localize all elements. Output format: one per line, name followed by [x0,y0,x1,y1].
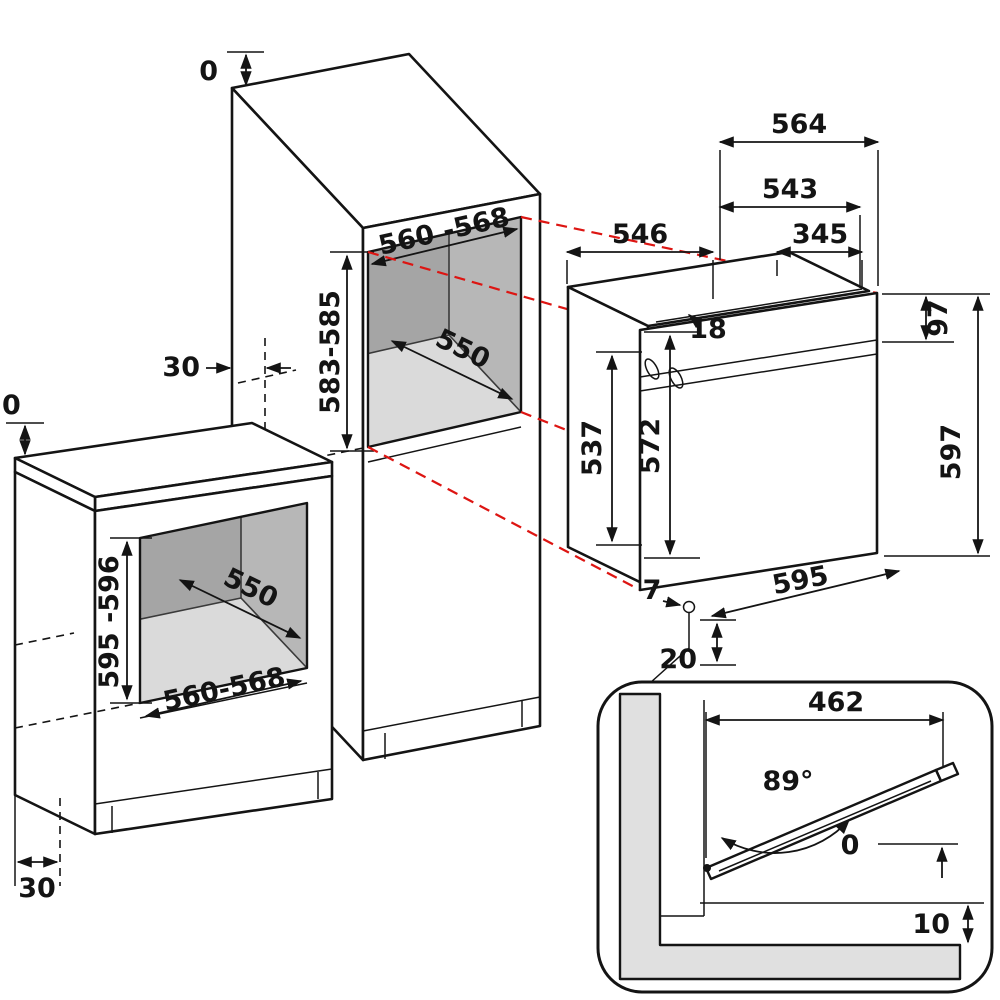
oven-door-top-line [639,353,878,392]
dim-tall-top-gap: 0 [199,51,264,87]
detail-door-width-label: 462 [808,687,864,718]
detail-cabinet-section [618,692,962,981]
detail-open-angle-label: 89° [762,766,813,797]
dim-tall-rear-gap: 30 [162,352,291,383]
oven-front-height-label: 572 [635,418,666,474]
dim-oven-overall-height: 597 [884,295,990,557]
oven-rear-depth-label: 546 [612,219,668,250]
base-cabinet-unit: 0 30 550 595 -596 560-568 [2,390,334,904]
oven-unit: 564 543 546 345 18 97 [565,109,990,684]
tall-hidden-back-edge [237,369,297,384]
oven-front-face [638,291,879,592]
base-bottom-gap-label: 30 [18,873,56,904]
detail-door-handle [934,761,960,783]
base-cabinet-side-face [13,470,97,836]
tall-niche-height-label: 583-585 [315,290,346,414]
detail-floor-gap-label: 10 [912,909,950,940]
detail-angle-arc [720,818,851,854]
dim-oven-panel-height: 97 [882,293,990,343]
tall-niche-shelf-edge [367,426,522,463]
dim-oven-rear-depth: 546 [565,219,715,299]
detail-front-gap-label: 0 [841,830,860,861]
dim-detail-front-gap: 0 [841,830,958,878]
dim-oven-bottom-clearance: 20 [659,619,736,675]
dim-oven-overall-depth: 564 [718,109,880,286]
dim-oven-front-height: 572 [635,331,700,559]
dim-oven-body-height: 537 [577,351,642,546]
tall-rear-gap-label: 30 [162,352,200,383]
oven-overall-height-label: 597 [936,424,967,480]
door-angle-detail: 462 89° 0 10 [596,680,994,994]
oven-front-depth-label: 345 [792,219,848,250]
dim-detail-floor-gap: 10 [912,904,974,944]
oven-foot-reference-point [682,600,696,614]
dim-oven-front-depth: 345 [775,219,864,288]
oven-body-height-label: 537 [577,420,608,476]
oven-control-panel-line [639,339,878,378]
dim-detail-door-width: 462 [704,687,945,858]
oven-bottom-clearance-label: 20 [659,644,697,675]
base-cabinet-plinth-line [94,768,333,805]
dim-base-niche-height: 595 -596 [94,537,152,704]
dim-base-bottom-gap: 30 [16,856,59,904]
base-niche-opening [138,501,309,705]
base-top-gap-label: 0 [2,390,21,421]
tall-top-gap-label: 0 [199,56,218,87]
oven-top-inset-label: 18 [689,314,727,345]
oven-hinge-left-icon [644,358,660,380]
dim-oven-top-inset: 18 [687,314,727,345]
dim-oven-body-depth: 543 [718,174,862,288]
dim-tall-niche-height: 583-585 [315,251,374,452]
base-hidden-back-edge [14,632,75,646]
oven-panel-height-label: 97 [923,299,954,337]
base-hidden-floor-edge [14,702,141,729]
base-niche-height-label: 595 -596 [94,555,125,688]
oven-overall-depth-label: 564 [771,109,827,140]
dim-base-top-gap: 0 [2,390,44,456]
oven-body-depth-label: 543 [762,174,818,205]
oven-front-gap-label: 7 [643,575,662,606]
tall-cabinet-plinth-line [362,696,541,732]
dim-oven-front-gap: 7 [643,575,682,608]
detail-leader-line [649,613,690,684]
